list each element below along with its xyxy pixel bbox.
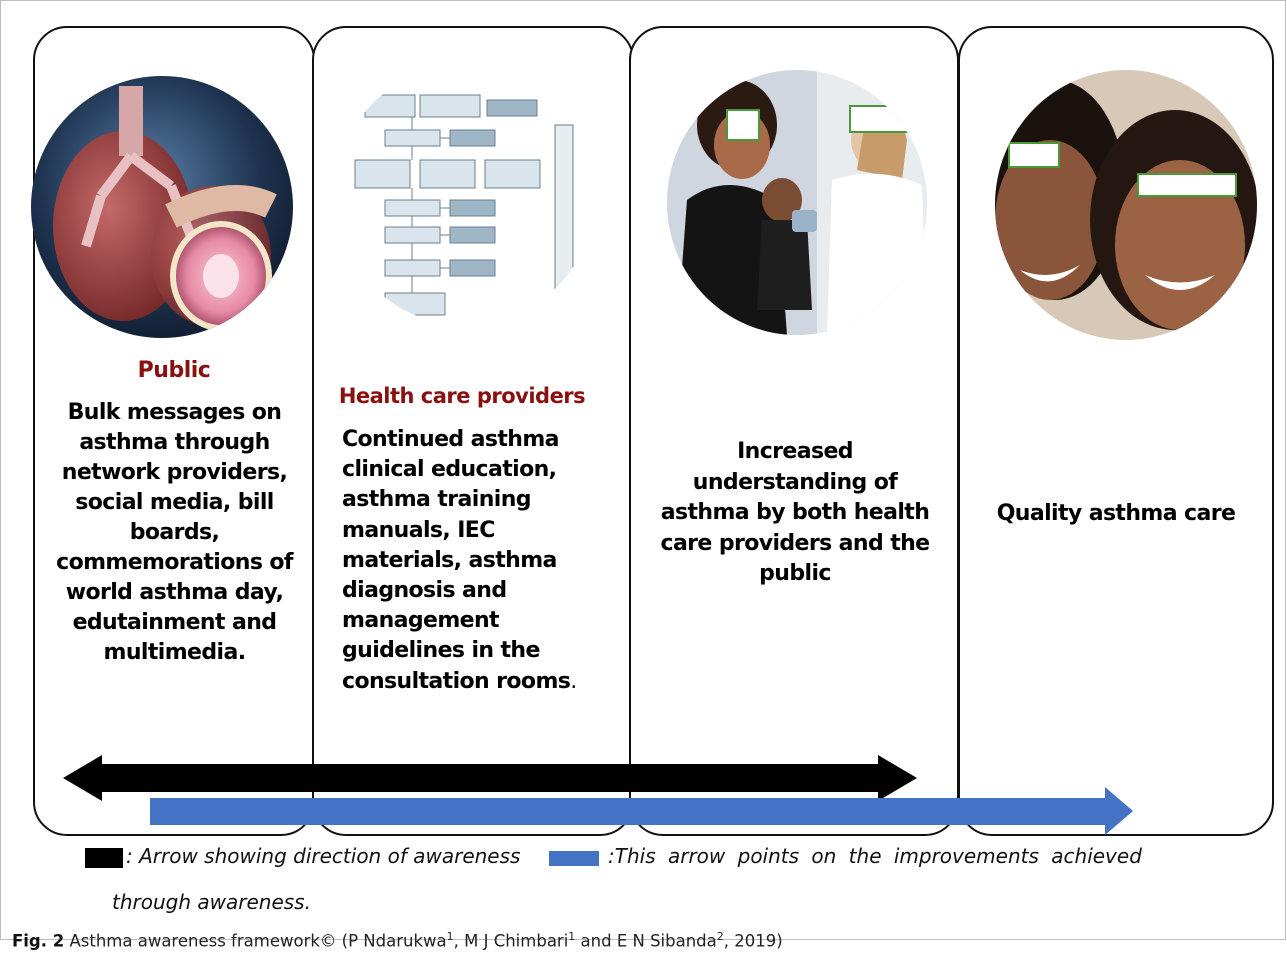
- figure-caption: Fig. 2 Asthma awareness framework© (P Nd…: [12, 930, 783, 951]
- health-care-providers-text-suffix: .: [570, 668, 577, 694]
- caption-mid-1: , M J Chimbari: [453, 931, 569, 951]
- guideline-flowchart-image: [335, 65, 595, 325]
- legend-blue-label-continued: through awareness.: [112, 890, 311, 914]
- caption-sup-2: 1: [568, 930, 576, 943]
- caption-text: Asthma awareness framework© (P Ndarukwa: [64, 931, 447, 951]
- caption-mid-2: and E N Sibanda: [575, 931, 717, 951]
- legend-blue-label: :This arrow points on the improvements a…: [608, 844, 1142, 868]
- health-care-providers-text-main: Continued asthma clinical education, ast…: [342, 427, 571, 694]
- public-text: Bulk messages on asthma through network …: [56, 400, 293, 665]
- awareness-double-arrow: [63, 755, 917, 801]
- legend-blue-swatch: [549, 851, 599, 866]
- health-care-providers-title: Health care providers: [338, 384, 586, 408]
- caption-end: , 2019): [723, 931, 783, 951]
- lungs-image: [31, 76, 293, 338]
- legend-black-label: : Arrow showing direction of awareness: [126, 844, 521, 868]
- caption-sup-1: 1: [446, 930, 454, 943]
- health-care-providers-text: Continued asthma clinical education, ast…: [342, 425, 607, 697]
- caption-prefix: Fig. 2: [12, 931, 65, 951]
- caption-sup-3: 2: [716, 930, 724, 943]
- understanding-text: Increased understanding of asthma by bot…: [660, 439, 931, 586]
- public-title: Public: [137, 358, 211, 383]
- improvement-arrow: [150, 787, 1133, 835]
- quality-care-text: Quality asthma care: [996, 501, 1236, 526]
- smiling-children-image: [995, 70, 1257, 340]
- figure-frame: [0, 0, 1286, 940]
- legend-black-swatch: [85, 848, 123, 868]
- clinic-inhaler-image: [667, 70, 927, 335]
